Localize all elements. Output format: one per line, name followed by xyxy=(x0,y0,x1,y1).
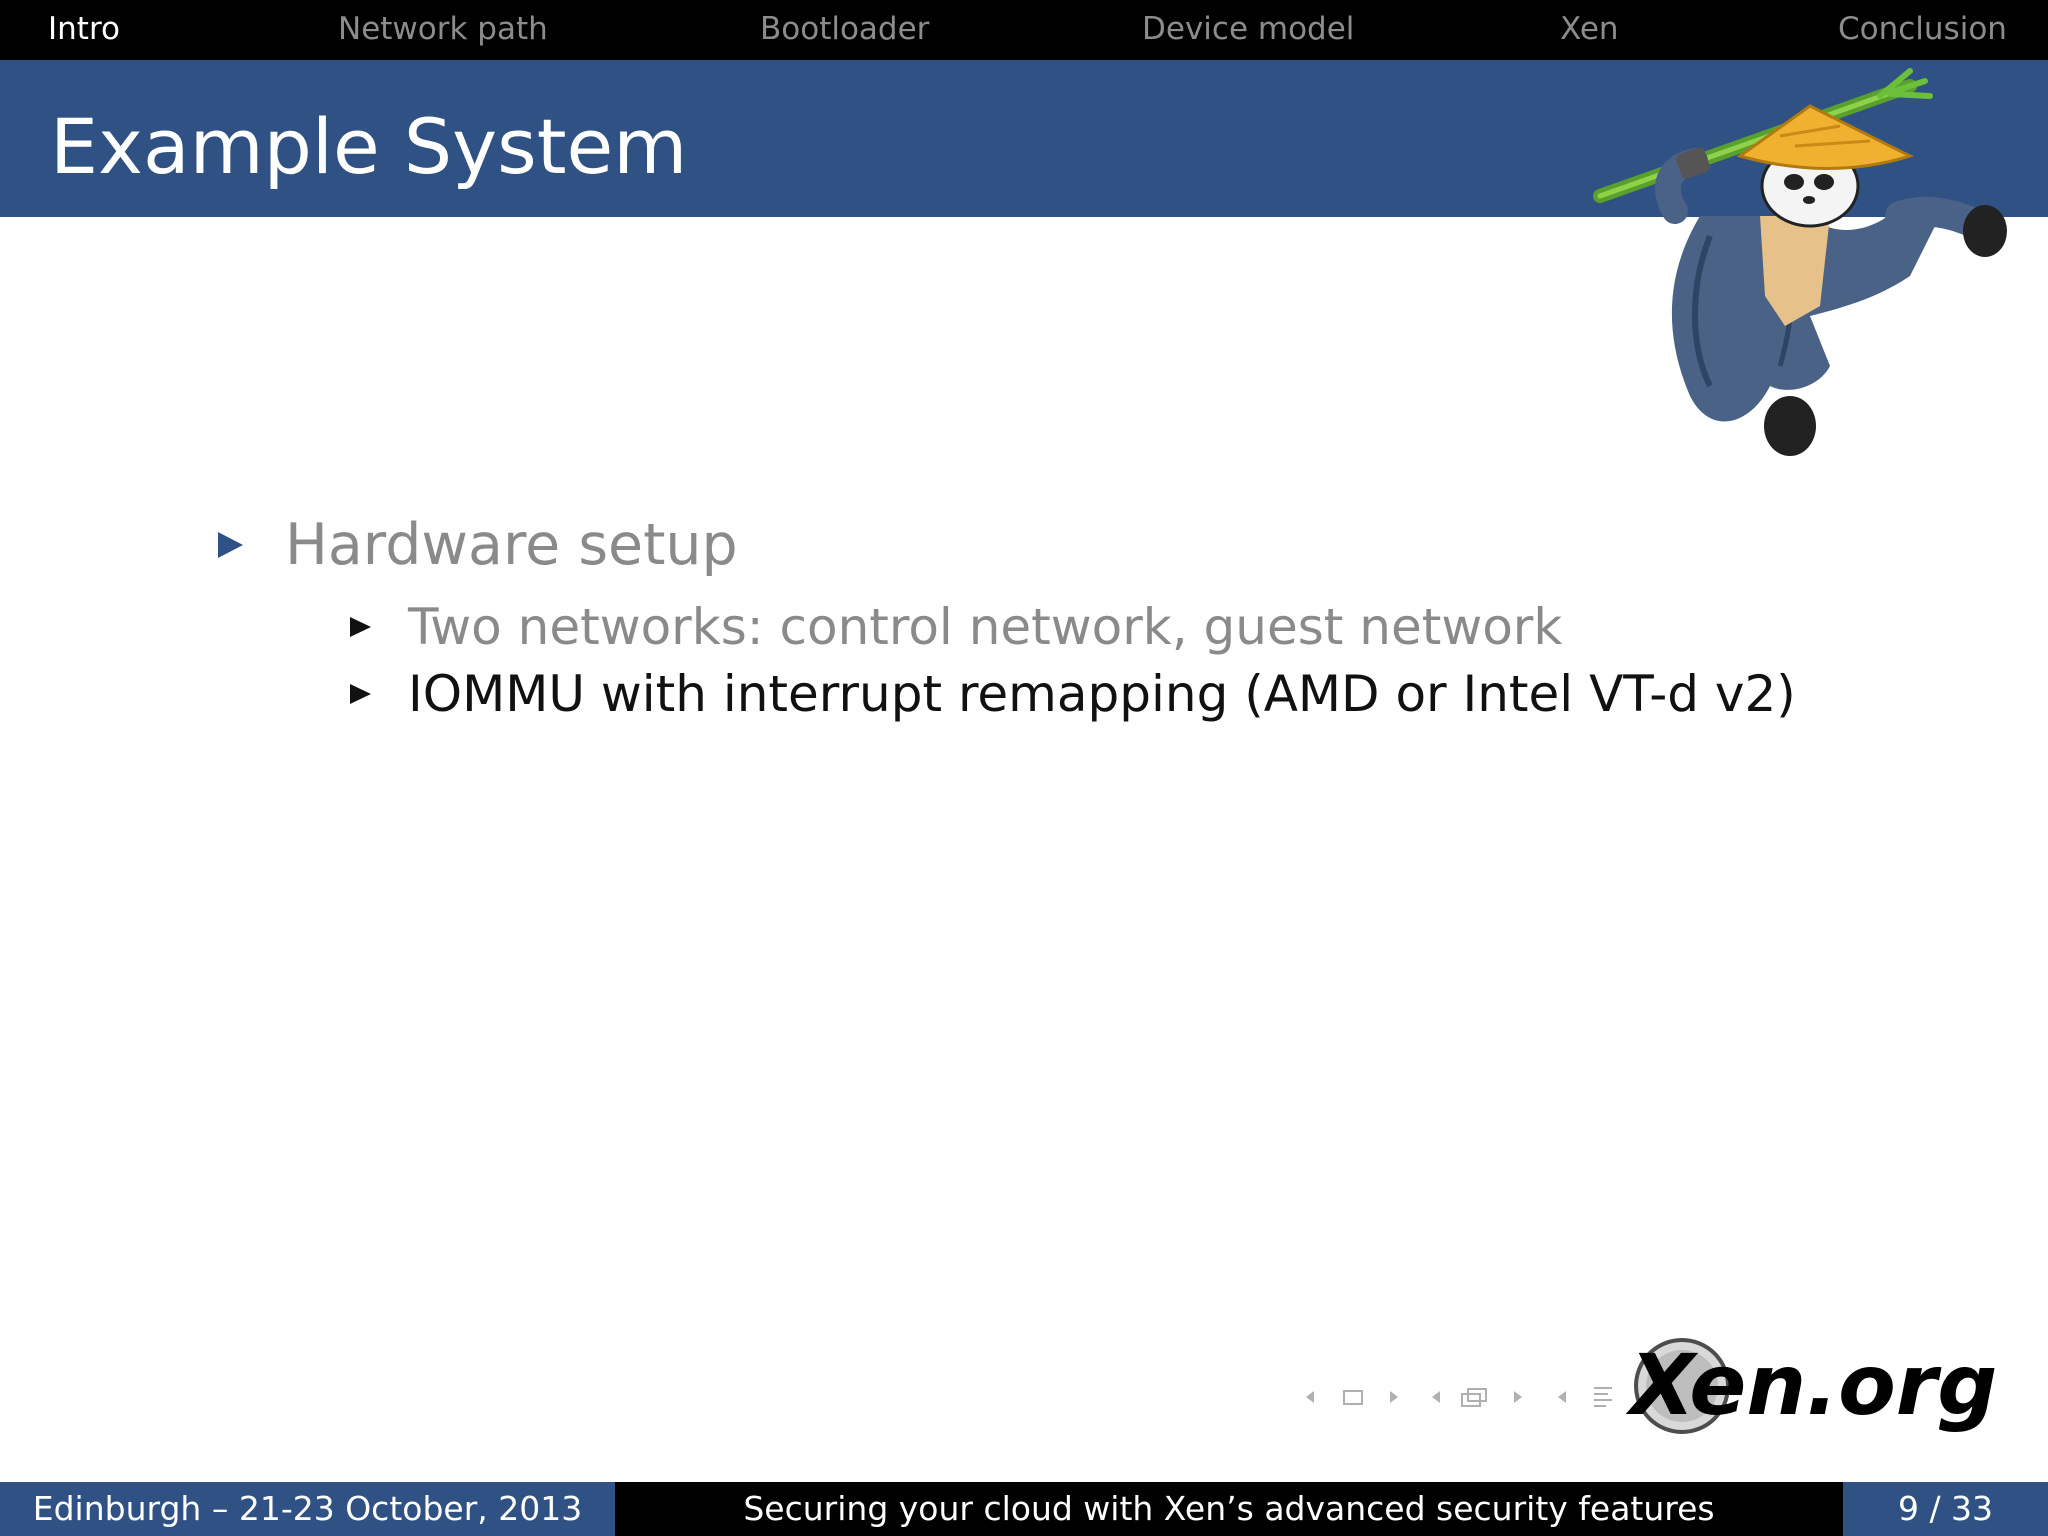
bullet-hardware-setup: Hardware setup xyxy=(218,510,738,580)
slide-title: Example System xyxy=(50,102,688,191)
bullet-triangle-icon xyxy=(350,684,371,704)
sub-bullet-text: Two networks: control network, guest net… xyxy=(408,598,1563,656)
beamer-nav-icons[interactable] xyxy=(1300,1380,1630,1414)
xen-logo-text: Xen.org xyxy=(1625,1336,1997,1434)
nav-item-conclusion[interactable]: Conclusion xyxy=(1838,11,2007,47)
sub-bullet-text: IOMMU with interrupt remapping (AMD or I… xyxy=(408,665,1796,723)
footer: Edinburgh – 21-23 October, 2013 Securing… xyxy=(0,1482,2048,1536)
bullet-triangle-icon xyxy=(218,532,243,558)
footer-page-number: 9 / 33 xyxy=(1843,1482,2048,1536)
footer-event: Edinburgh – 21-23 October, 2013 xyxy=(0,1482,615,1536)
section-navbar: Intro Network path Bootloader Device mod… xyxy=(0,0,2048,60)
title-band xyxy=(0,60,2048,217)
sub-bullet-iommu: IOMMU with interrupt remapping (AMD or I… xyxy=(350,661,1796,727)
panda-mascot-icon xyxy=(1593,68,2007,456)
sub-bullet-networks: Two networks: control network, guest net… xyxy=(350,594,1562,660)
nav-item-intro[interactable]: Intro xyxy=(48,11,120,47)
nav-item-bootloader[interactable]: Bootloader xyxy=(760,11,930,47)
nav-item-xen[interactable]: Xen xyxy=(1560,11,1619,47)
xen-logo-icon: Xen.org xyxy=(1625,1336,1997,1434)
footer-talk-title: Securing your cloud with Xen’s advanced … xyxy=(615,1482,1843,1536)
nav-item-device-model[interactable]: Device model xyxy=(1142,11,1355,47)
nav-item-network-path[interactable]: Network path xyxy=(338,11,548,47)
bullet-text: Hardware setup xyxy=(285,512,738,578)
bullet-triangle-icon xyxy=(350,617,371,637)
